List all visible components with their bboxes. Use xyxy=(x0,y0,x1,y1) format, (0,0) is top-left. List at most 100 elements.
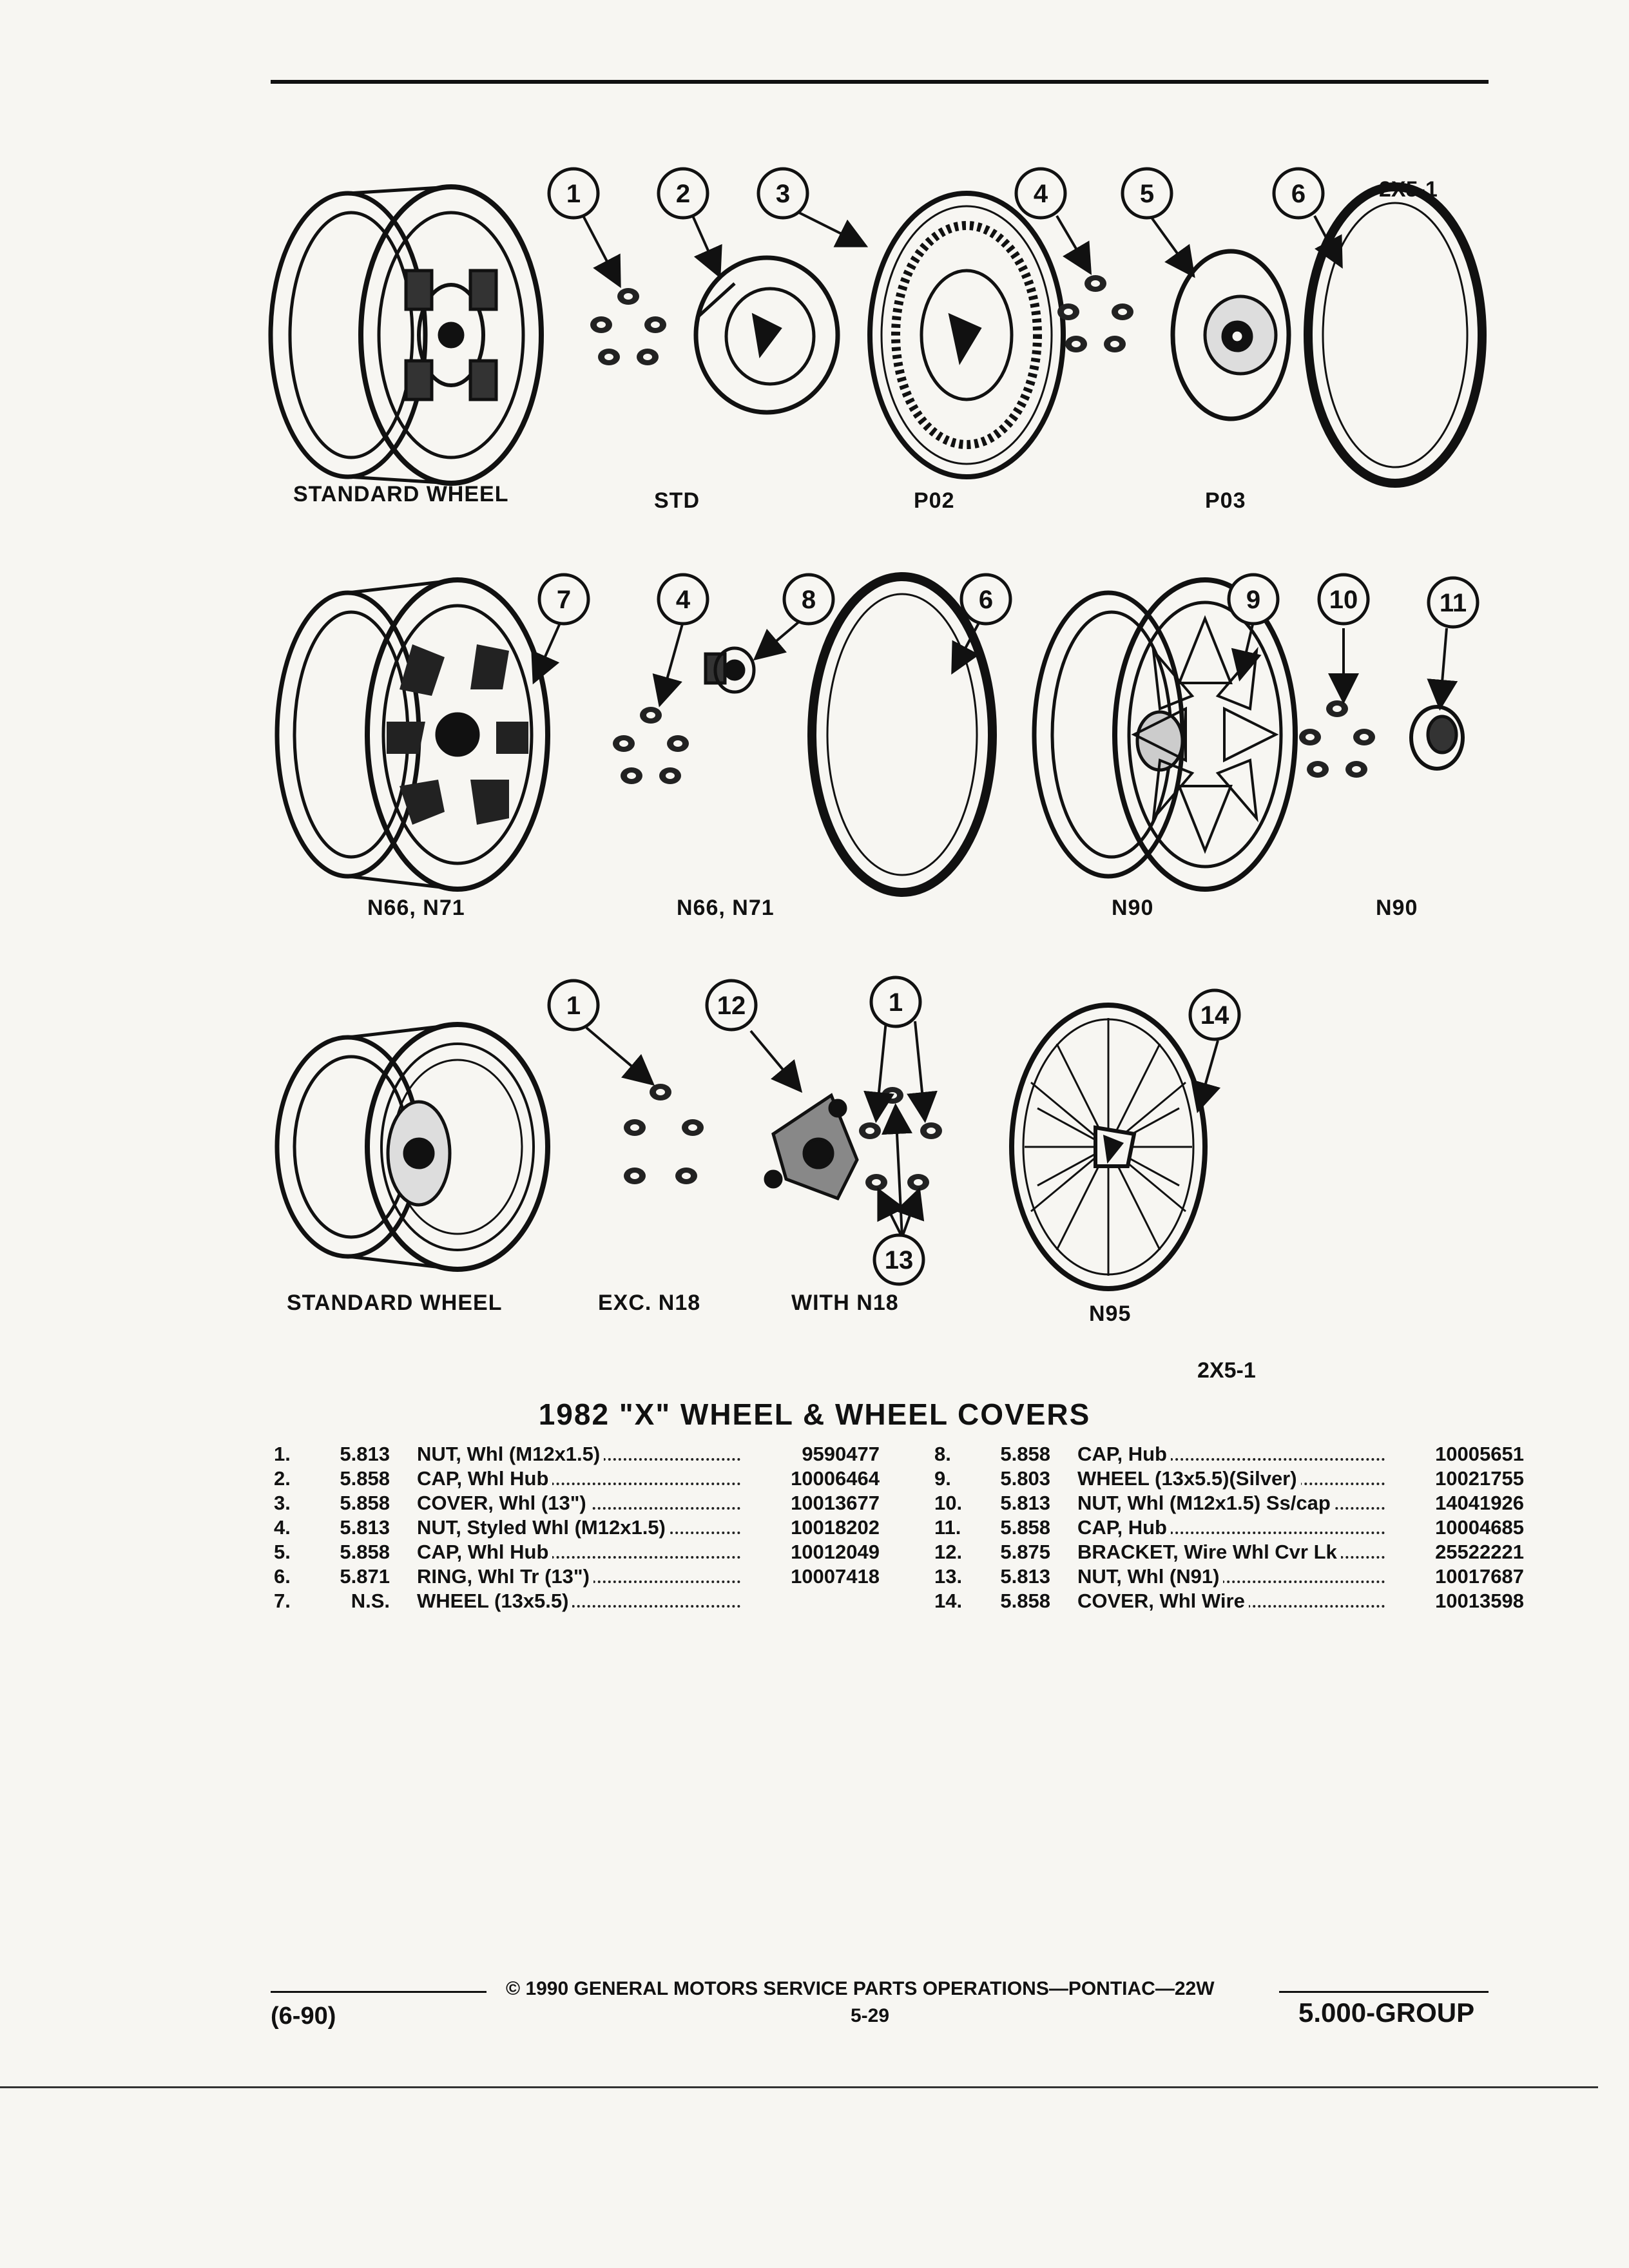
part-name: BRACKET, xyxy=(1077,1541,1179,1563)
caption-p03: P03 xyxy=(1205,488,1246,513)
part-number-index: 11. xyxy=(934,1516,961,1539)
part-name: NUT, xyxy=(1077,1492,1122,1514)
part-name: NUT, xyxy=(417,1516,461,1539)
part-detail: Whl (M12x1.5) Ss/cap xyxy=(1127,1492,1331,1514)
callout-number: 1 xyxy=(889,988,903,1017)
part-group: 5.858 xyxy=(340,1541,390,1563)
part-name: CAP, xyxy=(1077,1516,1123,1539)
part-name: WHEEL xyxy=(417,1590,489,1612)
part-group: 5.803 xyxy=(1000,1467,1050,1490)
part-description: BRACKET, Wire Whl Cvr Lk xyxy=(1077,1540,1385,1564)
part-number-index: 4. xyxy=(274,1516,291,1539)
footer-copyright: © 1990 GENERAL MOTORS SERVICE PARTS OPER… xyxy=(506,1978,1215,1999)
nut-cluster-1 xyxy=(590,288,666,365)
callout-number: 11 xyxy=(1440,589,1467,617)
footer-date: (6-90) xyxy=(271,2003,336,2030)
part-detail: Whl (N91) xyxy=(1127,1565,1220,1588)
part-catalog-number: 10018202 xyxy=(740,1515,880,1540)
footer-page-number: 5-29 xyxy=(851,2005,890,2026)
trim-ring-1 xyxy=(1304,182,1487,488)
part-detail: Styled Whl (M12x1.5) xyxy=(467,1516,666,1539)
part-name: COVER, xyxy=(417,1492,494,1514)
part-number-index: 3. xyxy=(274,1492,291,1514)
top-rule xyxy=(271,80,1489,84)
part-group: 5.875 xyxy=(1000,1541,1050,1563)
nut-cluster-10 xyxy=(1299,700,1375,778)
nut-cluster-4 xyxy=(1057,275,1133,352)
part-number-index: 14. xyxy=(934,1590,963,1612)
part-row: 7.N.S.WHEEL (13x5.5) xyxy=(274,1589,880,1613)
part-catalog-number: 10013677 xyxy=(740,1491,880,1515)
caption-std: STD xyxy=(654,488,700,513)
part-name: CAP, xyxy=(1077,1443,1123,1465)
figure-code-top: 2X5-1 xyxy=(1379,177,1438,202)
part-detail: Whl Tr (13") xyxy=(477,1565,590,1588)
part-name: NUT, xyxy=(1077,1565,1122,1588)
part-catalog-number: 10012049 xyxy=(740,1540,880,1564)
part-group: 5.858 xyxy=(1000,1516,1050,1539)
standard-wheel-2 xyxy=(275,1022,550,1272)
part-name: CAP, xyxy=(417,1541,463,1563)
part-detail: Whl Hub xyxy=(467,1541,549,1563)
part-detail: Whl Wire xyxy=(1159,1590,1245,1612)
p02-wheel-cover xyxy=(867,191,1066,479)
part-description: NUT, Styled Whl (M12x1.5) xyxy=(417,1515,740,1540)
callout-number: 10 xyxy=(1329,586,1358,614)
callout-number: 6 xyxy=(979,586,993,614)
standard-wheel-1 xyxy=(268,184,544,486)
part-description: COVER, Whl (13") xyxy=(417,1491,740,1515)
part-name: COVER, xyxy=(1077,1590,1154,1612)
hub-cap-8 xyxy=(704,646,756,694)
part-catalog-number xyxy=(740,1589,880,1613)
part-description: NUT, Whl (N91) xyxy=(1077,1564,1385,1589)
caption-n90-2: N90 xyxy=(1376,896,1418,920)
part-group: 5.813 xyxy=(1000,1565,1050,1588)
wire-wheel-bracket xyxy=(764,1093,859,1201)
part-number-index: 12. xyxy=(934,1541,963,1563)
wheel-n90 xyxy=(1032,577,1298,892)
part-group: 5.858 xyxy=(340,1492,390,1514)
callout-number: 4 xyxy=(1034,180,1048,208)
part-name: RING, xyxy=(417,1565,473,1588)
part-number-index: 6. xyxy=(274,1565,291,1588)
part-catalog-number: 25522221 xyxy=(1385,1540,1524,1564)
caption-exc-n18: EXC. N18 xyxy=(598,1291,701,1315)
part-description: WHEEL (13x5.5)(Silver) xyxy=(1077,1466,1385,1491)
part-catalog-number: 10013598 xyxy=(1385,1589,1524,1613)
parts-list-title: 1982 "X" WHEEL & WHEEL COVERS xyxy=(538,1398,1091,1431)
part-number-index: 7. xyxy=(274,1590,291,1612)
part-catalog-number: 10004685 xyxy=(1385,1515,1524,1540)
part-number-index: 8. xyxy=(934,1443,951,1465)
part-group: 5.813 xyxy=(1000,1492,1050,1514)
part-detail: Whl Hub xyxy=(467,1467,549,1490)
part-number-index: 5. xyxy=(274,1541,291,1563)
callout-number: 5 xyxy=(1140,180,1154,208)
callout-number: 7 xyxy=(557,586,571,614)
part-number-index: 9. xyxy=(934,1467,951,1490)
part-description: CAP, Whl Hub xyxy=(417,1466,740,1491)
caption-standard-wheel-2: STANDARD WHEEL xyxy=(287,1291,503,1315)
wire-wheel-cover xyxy=(1009,1003,1208,1291)
part-catalog-number: 10005651 xyxy=(1385,1442,1524,1466)
part-row: 5. 5.858 CAP, Whl Hub 10012049 xyxy=(274,1540,880,1564)
caption-with-n18: WITH N18 xyxy=(791,1291,899,1315)
part-group: 5.813 xyxy=(340,1443,390,1465)
part-name: NUT, xyxy=(417,1443,461,1465)
caption-p02: P02 xyxy=(914,488,955,513)
callout-number: 2 xyxy=(676,180,690,208)
part-number-index: 10. xyxy=(934,1492,963,1514)
part-description: WHEEL (13x5.5) xyxy=(417,1589,740,1613)
footer-rule-left xyxy=(271,1991,487,1993)
part-description: RING, Whl Tr (13") xyxy=(417,1564,740,1589)
part-detail: Hub xyxy=(1128,1443,1167,1465)
